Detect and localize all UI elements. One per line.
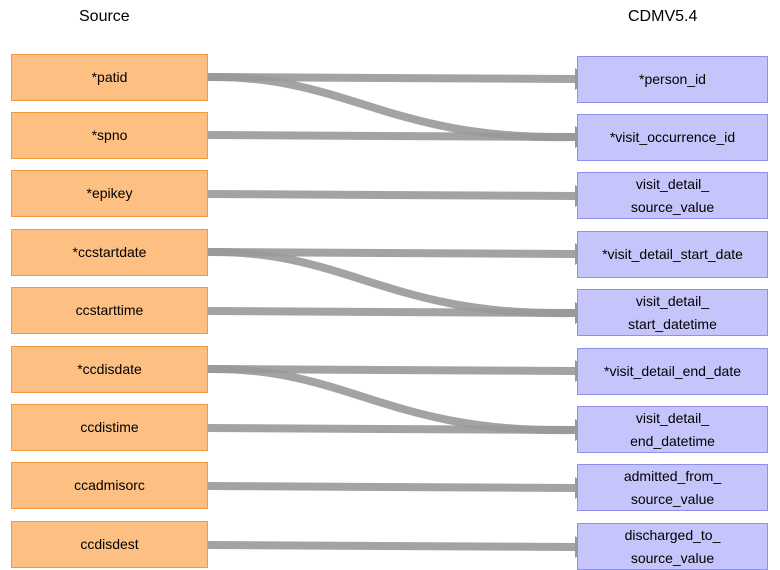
target-field-label: *person_id (639, 71, 706, 87)
mapping-arrow-line (207, 424, 576, 434)
target-field-discharged-to-source-value: discharged_to_ source_value (577, 523, 768, 570)
target-field-label: discharged_to_ source_value (624, 526, 721, 566)
source-field-label: ccdisdest (80, 536, 139, 552)
mapping-arrow-line (207, 482, 576, 492)
target-field-label: visit_detail_ start_datetime (628, 292, 717, 332)
target-field-label: admitted_from_ source_value (623, 467, 722, 507)
target-field-visit-detail-end-datetime: visit_detail_ end_datetime (577, 406, 768, 453)
source-field-epikey: *epikey (11, 170, 208, 217)
mapping-arrow-line (207, 307, 576, 317)
source-field-label: *patid (91, 69, 128, 85)
mapping-arrow-line (207, 190, 576, 200)
target-field-label: *visit_occurrence_id (609, 129, 736, 145)
target-field-label: *visit_detail_end_date (604, 363, 741, 379)
target-field-label: visit_detail_ end_datetime (630, 409, 715, 449)
target-field-label: visit_detail_ source_value (630, 175, 715, 215)
source-field-ccstartdate: *ccstartdate (11, 229, 208, 276)
target-field-visit-detail-start-date: *visit_detail_start_date (577, 231, 768, 278)
source-field-label: *ccdisdate (77, 361, 142, 377)
target-column-header: CDMV5.4 (628, 8, 698, 25)
source-field-ccstarttime: ccstarttime (11, 287, 208, 334)
mapping-arrow-line (207, 541, 576, 551)
mapping-arrow-line (207, 364, 576, 435)
mapping-arrow-line (207, 131, 576, 141)
source-field-label: *spno (91, 127, 128, 143)
source-field-patid: *patid (11, 54, 208, 101)
mapping-arrow-line (207, 72, 576, 142)
source-field-ccadmisorc: ccadmisorc (11, 462, 208, 509)
target-field-visit-occurrence-id: *visit_occurrence_id (577, 114, 768, 161)
target-field-visit-detail-end-date: *visit_detail_end_date (577, 348, 768, 395)
source-field-label: ccadmisorc (74, 477, 145, 493)
source-field-ccdisdate: *ccdisdate (11, 346, 208, 393)
source-field-ccdisdest: ccdisdest (11, 521, 208, 568)
source-field-ccdistime: ccdistime (11, 404, 208, 451)
source-field-label: ccdistime (80, 419, 139, 435)
source-field-spno: *spno (11, 112, 208, 159)
source-field-label: *ccstartdate (72, 244, 147, 260)
target-field-label: *visit_detail_start_date (602, 246, 743, 262)
source-field-label: ccstarttime (75, 302, 144, 318)
mapping-arrow-line (207, 247, 576, 318)
source-column-header: Source (79, 8, 130, 25)
source-field-label: *epikey (86, 185, 133, 201)
target-field-admitted-from-source-value: admitted_from_ source_value (577, 464, 768, 511)
target-field-person-id: *person_id (577, 56, 768, 103)
target-field-visit-detail-start-datetime: visit_detail_ start_datetime (577, 289, 768, 336)
target-field-visit-detail-source-value: visit_detail_ source_value (577, 172, 768, 219)
